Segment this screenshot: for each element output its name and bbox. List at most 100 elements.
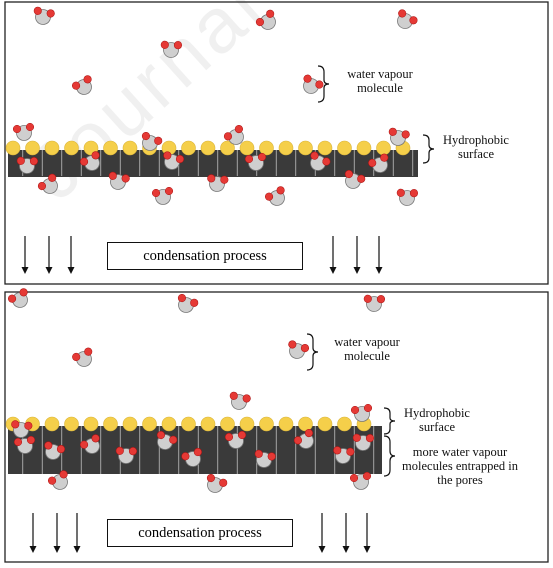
- surface-bead: [356, 140, 372, 156]
- water-molecule: [333, 446, 355, 464]
- water-molecule: [344, 169, 366, 189]
- surface-bead: [200, 416, 216, 432]
- down-arrow: [375, 236, 383, 274]
- surface-bead: [64, 416, 79, 432]
- water-molecule: [115, 446, 138, 464]
- water-molecule: [206, 473, 228, 493]
- water-molecule: [13, 435, 36, 454]
- bottom-vapour-brace: [306, 333, 319, 371]
- surface-bead: [181, 416, 196, 432]
- water-molecule: [11, 420, 33, 438]
- bottom-surface-brace: [383, 407, 396, 435]
- surface-bead: [44, 416, 60, 432]
- bottom-pores-brace: [383, 435, 396, 477]
- water-molecule: [80, 151, 100, 171]
- bottom-hydrophobic-surface: [5, 416, 382, 474]
- surface-bead: [83, 416, 99, 432]
- water-molecule: [350, 403, 373, 422]
- down-arrow: [353, 236, 361, 274]
- water-molecule: [310, 151, 331, 171]
- water-molecule: [160, 40, 183, 58]
- bottom-surface-label: Hydrophobic surface: [404, 406, 470, 434]
- surface-bead: [278, 140, 294, 156]
- panel-bottom-frame: [4, 291, 549, 563]
- surface-bead: [220, 416, 235, 432]
- water-molecule: [255, 9, 276, 30]
- down-arrow: [329, 236, 337, 274]
- surface-bead: [200, 140, 216, 156]
- top-vapour-brace: [317, 65, 330, 103]
- surface-bead: [337, 416, 352, 432]
- down-arrow: [318, 513, 326, 553]
- surface-bead: [5, 140, 21, 156]
- water-molecule: [33, 6, 55, 25]
- surface-bead: [239, 416, 255, 432]
- bottom-pores-label: more water vapour molecules entrapped in…: [402, 445, 518, 487]
- surface-bead: [298, 140, 313, 156]
- water-molecule: [207, 174, 229, 192]
- water-molecule: [72, 75, 92, 95]
- water-molecule: [48, 470, 68, 490]
- water-molecule: [368, 153, 389, 173]
- surface-bead: [142, 416, 157, 432]
- water-molecule: [349, 471, 372, 490]
- bottom-process-label: condensation process: [107, 519, 293, 547]
- top-vapour-label: water vapour molecule: [347, 67, 413, 95]
- water-molecule: [265, 186, 285, 206]
- surface-bead: [122, 140, 138, 156]
- surface-bead: [44, 140, 60, 156]
- down-arrow: [67, 236, 75, 274]
- surface-bead: [259, 416, 274, 432]
- surface-bead: [25, 140, 40, 156]
- water-molecule: [303, 74, 324, 94]
- surface-bead: [103, 416, 118, 432]
- top-hydrophobic-surface: [5, 140, 418, 177]
- down-arrow: [73, 513, 81, 553]
- top-process-label: condensation process: [107, 242, 303, 270]
- surface-bead: [259, 140, 274, 156]
- water-molecule: [254, 449, 276, 468]
- down-arrow: [29, 513, 37, 553]
- surface-bead: [298, 416, 313, 432]
- water-molecule: [151, 186, 174, 205]
- surface-bead: [239, 140, 255, 156]
- water-molecule: [163, 151, 185, 170]
- water-molecule: [181, 447, 202, 467]
- surface-bead: [181, 140, 196, 156]
- water-molecule: [396, 188, 419, 206]
- water-molecule: [156, 430, 178, 450]
- top-surface-brace: [422, 134, 435, 164]
- surface-bead: [64, 140, 79, 156]
- water-molecule: [8, 288, 28, 308]
- down-arrow: [363, 513, 371, 553]
- water-molecule: [141, 131, 163, 151]
- down-arrow: [53, 513, 61, 553]
- water-molecule: [363, 294, 386, 312]
- surface-bead: [103, 140, 118, 156]
- surface-bead: [161, 416, 177, 432]
- water-molecule: [397, 9, 418, 29]
- water-molecule: [224, 430, 247, 449]
- water-molecule: [108, 171, 130, 190]
- down-arrow: [21, 236, 29, 274]
- water-molecule: [293, 428, 314, 449]
- surface-bead: [317, 416, 333, 432]
- water-molecule: [223, 124, 244, 145]
- water-molecule: [288, 340, 310, 359]
- water-molecule: [16, 156, 39, 174]
- water-molecule: [12, 122, 35, 141]
- water-molecule: [37, 173, 58, 194]
- water-molecule: [177, 293, 199, 313]
- water-molecule: [80, 434, 100, 454]
- top-surface-label: Hydrophobic surface: [443, 133, 509, 161]
- water-molecule: [72, 347, 93, 367]
- surface-bead: [337, 140, 352, 156]
- water-molecule: [352, 433, 375, 451]
- down-arrow: [45, 236, 53, 274]
- surface-bead: [317, 140, 333, 156]
- water-molecule: [229, 391, 251, 410]
- panel-top-frame: [4, 1, 549, 285]
- surface-bead: [278, 416, 294, 432]
- water-molecule: [44, 441, 66, 460]
